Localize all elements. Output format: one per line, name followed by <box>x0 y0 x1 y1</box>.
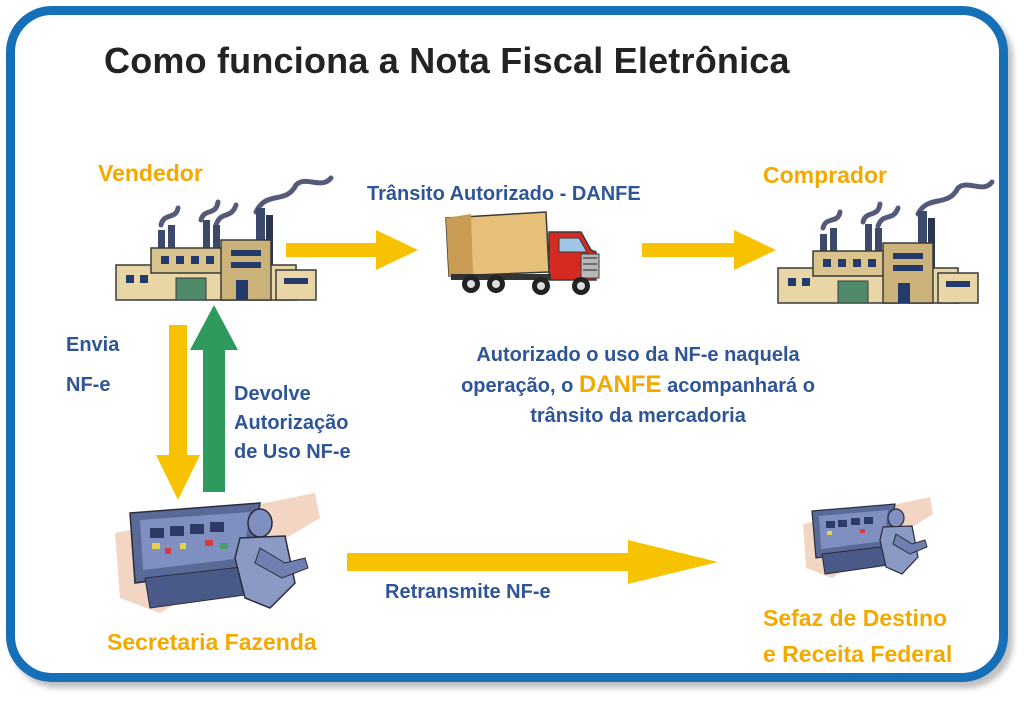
note-line3: trânsito da mercadoria <box>530 405 746 427</box>
secretaria-computer-operator-icon <box>115 493 320 613</box>
note-danfe-highlight: DANFE <box>578 371 662 398</box>
sefaz-computer-operator-icon <box>803 497 933 578</box>
comprador-factory-icon <box>777 179 995 304</box>
retransmite-label: Retransmite NF-e <box>385 581 551 603</box>
vendedor-factory-icon <box>115 175 334 301</box>
envia-label-line1: Envia <box>66 334 120 356</box>
transito-label: Trânsito Autorizado - DANFE <box>367 183 641 205</box>
vendedor-label: Vendedor <box>98 160 203 186</box>
secretaria-label: Secretaria Fazenda <box>107 629 317 655</box>
devolve-label: Devolve Autorização de Uso NF-e <box>234 380 351 467</box>
sefaz-label-line1: Sefaz de Destino <box>763 605 948 631</box>
devolve-label-line2: Autorização <box>234 412 349 434</box>
authorization-note: Autorizado o uso da NF-e naquela operaçã… <box>408 340 868 431</box>
arrow-retransmite <box>347 540 718 584</box>
note-line1: Autorizado o uso da NF-e naquela <box>476 344 800 366</box>
comprador-label: Comprador <box>763 162 887 188</box>
note-line2-post: acompanhará o <box>661 375 815 397</box>
arrow-vendedor-to-truck <box>286 230 418 270</box>
sefaz-label: Sefaz de Destino e Receita Federal <box>763 600 952 672</box>
arrow-envia-down <box>156 325 200 500</box>
truck-icon <box>445 211 600 295</box>
envia-label: Envia NF-e <box>66 325 119 405</box>
arrow-truck-to-comprador <box>642 230 776 270</box>
envia-label-line2: NF-e <box>66 374 111 396</box>
devolve-label-line3: de Uso NF-e <box>234 441 351 463</box>
devolve-label-line1: Devolve <box>234 383 311 405</box>
page-title: Como funciona a Nota Fiscal Eletrônica <box>104 40 790 81</box>
note-line2: operação, o DANFE acompanhará o <box>408 370 868 401</box>
arrow-devolve-up <box>190 305 238 492</box>
sefaz-label-line2: e Receita Federal <box>763 641 953 667</box>
note-line2-pre: operação, o <box>461 375 579 397</box>
